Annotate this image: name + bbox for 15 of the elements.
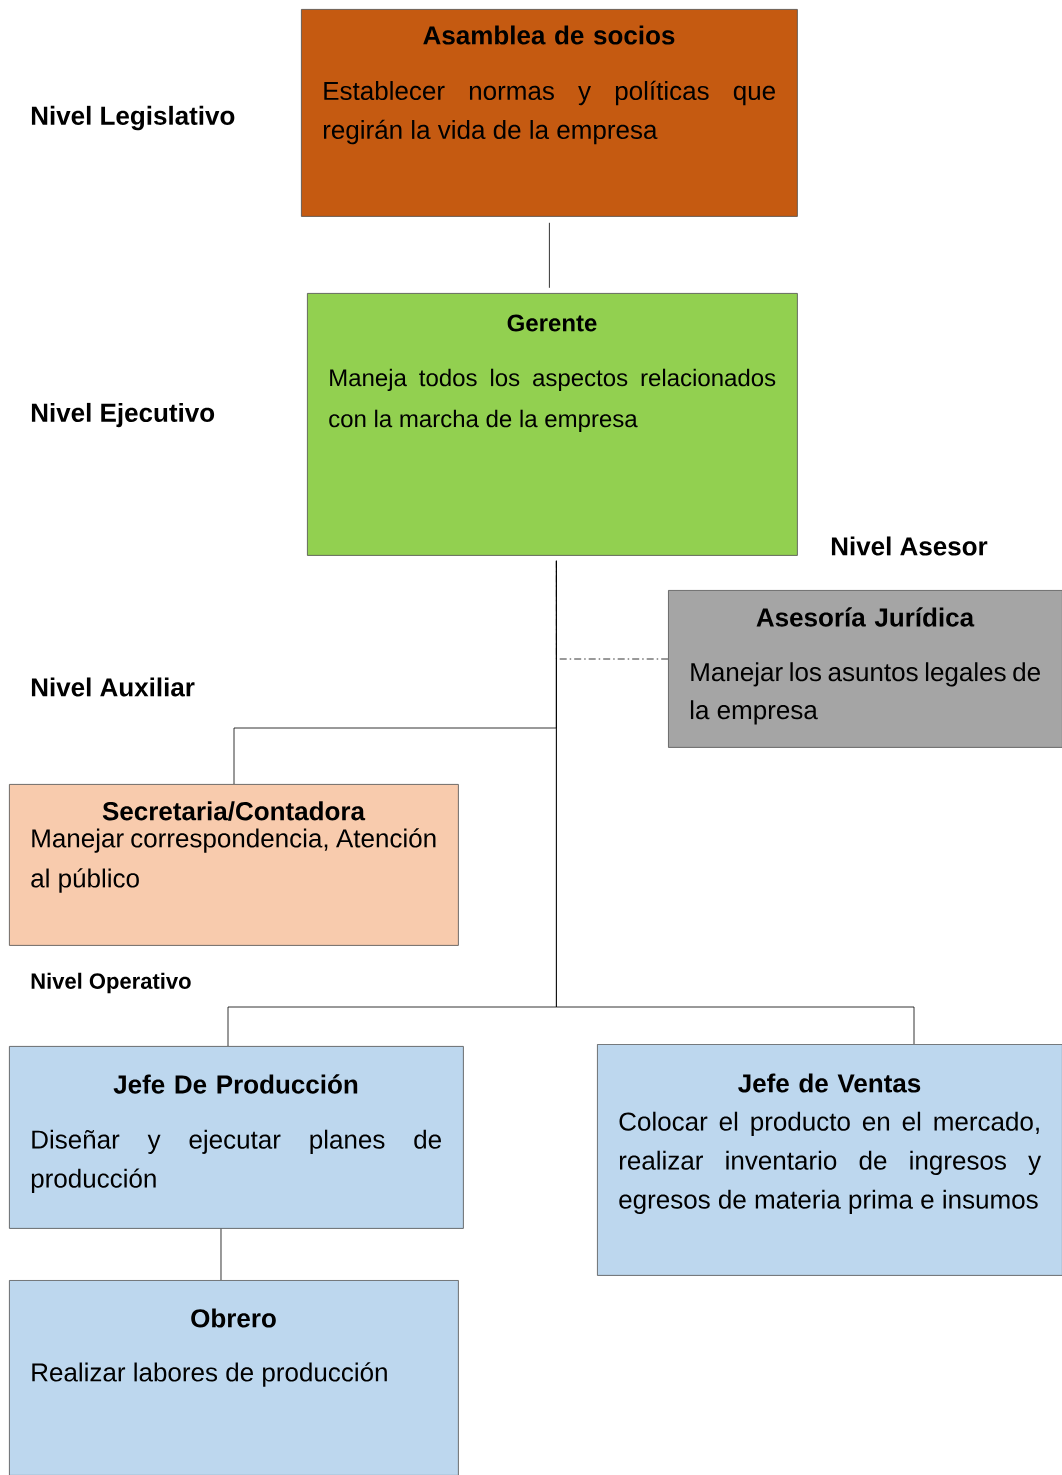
org-box: Obrero Realizar labores de producción [9,1280,459,1475]
level-label: Nivel Operativo [31,972,191,994]
level-label: Nivel Legislativo [31,105,235,131]
org-box: Jefe de Ventas Colocar el producto en el mercado, realizar inventario de ingresos y egresos de materia prima e insumos [597,1044,1062,1276]
level-label: Nivel Asesor [831,536,988,556]
org-box: Secretaria/Contadora Manejar correspondencia, Atención al público [9,784,459,946]
connector-line [549,222,550,289]
connector-line [220,1228,222,1281]
org-box: Asamblea de socios Establecer normas y políticas que regirán la vida de la empresa [301,9,798,217]
level-label: Nivel Ejecutivo [31,402,215,428]
level-label: Nivel Auxiliar [31,677,195,697]
org-box: Gerente Maneja todos los aspectos relacionados con la marcha de la empresa [307,293,798,556]
org-box: Jefe De Producción Diseñar y ejecutar planes de producción [9,1046,464,1229]
org-box: Asesoría Jurídica Manejar los asuntos legales de la empresa [668,590,1062,748]
connector-line [556,560,915,1045]
